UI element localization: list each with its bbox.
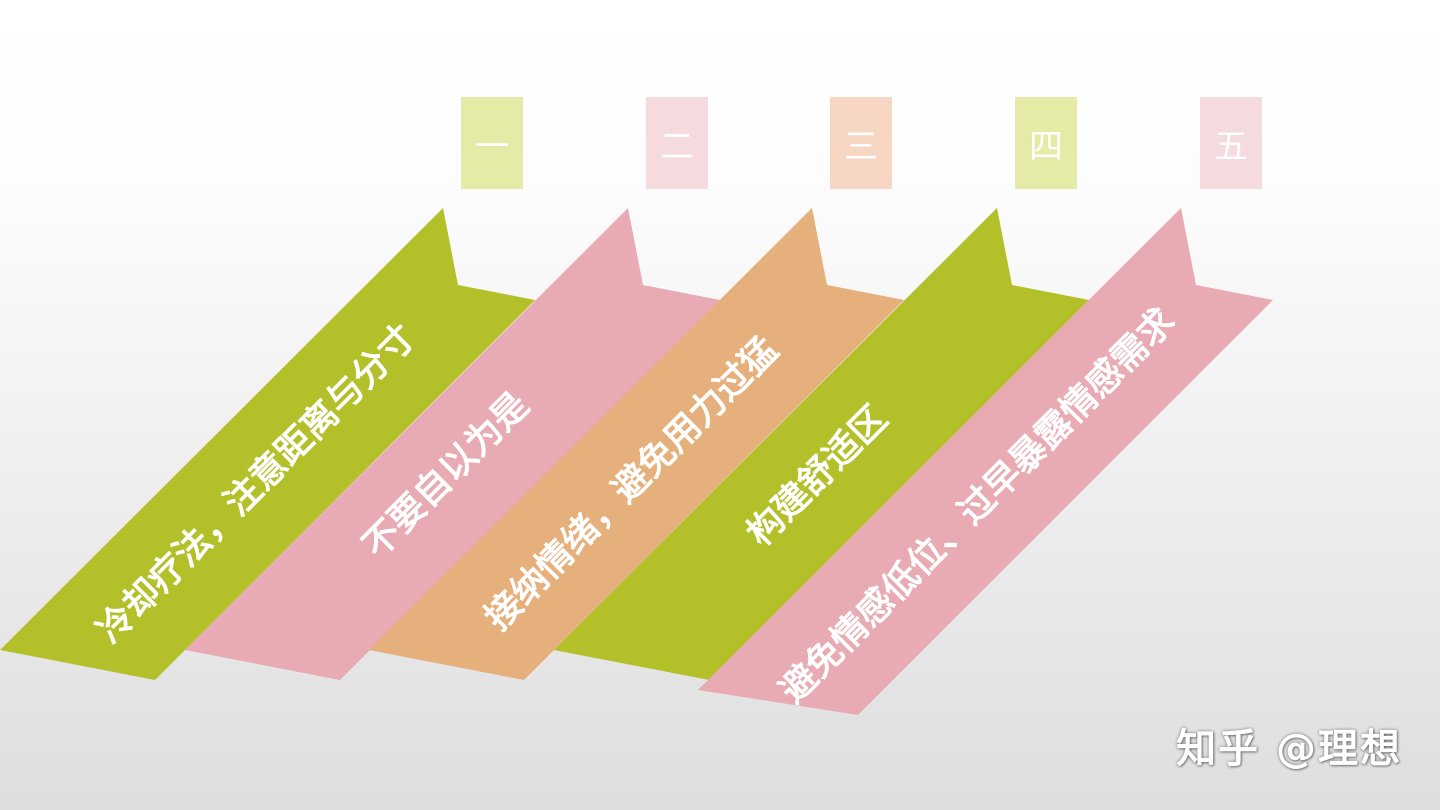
step-number-1: 一 [475, 126, 509, 167]
step-number-4: 四 [1029, 126, 1063, 167]
step-band-shape-1 [0, 208, 535, 680]
step-number-box-5: 五 [1200, 97, 1262, 189]
step-number-box-4: 四 [1015, 97, 1077, 189]
step-number-box-2: 二 [646, 97, 708, 189]
step-number-5: 五 [1214, 126, 1248, 167]
watermark: 知乎 @理想 [1176, 726, 1402, 772]
step-number-box-1: 一 [461, 97, 523, 189]
step-band-shape-4 [554, 208, 1089, 680]
step-number-box-3: 三 [830, 97, 892, 189]
step-band-shape-2 [185, 208, 720, 680]
step-number-2: 二 [660, 126, 694, 167]
step-number-3: 三 [844, 126, 878, 167]
step-band-shape-3 [369, 208, 904, 680]
step-band-shape-5 [698, 208, 1273, 715]
